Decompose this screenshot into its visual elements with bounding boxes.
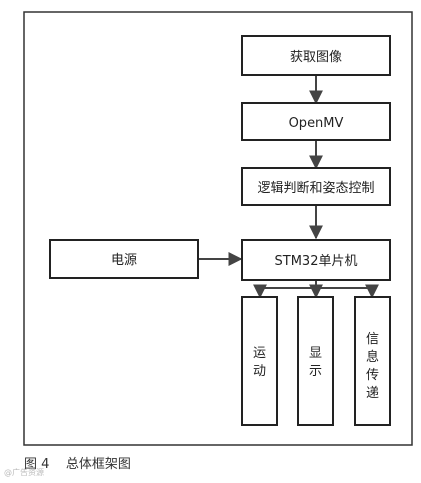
transfer-char: 递 — [366, 386, 379, 401]
display-box — [297, 296, 334, 426]
openmv-label: OpenMV — [289, 116, 344, 131]
watermark: @广告资源 — [4, 468, 44, 477]
display-char: 显 — [309, 346, 322, 361]
transfer-char: 息 — [366, 349, 379, 365]
motion-char: 动 — [253, 364, 266, 379]
diagram-frame — [23, 11, 413, 446]
power-box — [49, 239, 199, 279]
power-label: 电源 — [111, 253, 137, 268]
figure-caption: 图 4 总体框架图 — [24, 457, 131, 472]
transfer-char: 信 — [366, 332, 379, 347]
acquire-image-label: 获取图像 — [290, 50, 342, 65]
transfer-char: 传 — [366, 368, 379, 383]
stm32-box — [241, 239, 391, 281]
acquire-image-box — [241, 35, 391, 76]
motion-char: 运 — [253, 346, 266, 361]
logic-control-label: 逻辑判断和姿态控制 — [257, 180, 374, 196]
openmv-box — [241, 102, 391, 141]
logic-control-box — [241, 167, 391, 206]
motion-box — [241, 296, 278, 426]
display-char: 示 — [309, 364, 322, 379]
stm32-label: STM32单片机 — [275, 254, 358, 269]
transfer-box — [354, 296, 391, 426]
